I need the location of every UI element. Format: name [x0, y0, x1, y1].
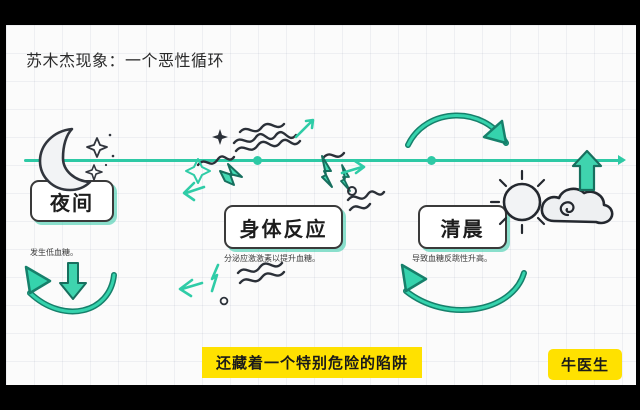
- cycle-arc-bottom-right: [400, 263, 527, 313]
- page-title: 苏木杰现象：一个恶性循环: [26, 53, 225, 70]
- cycle-arc-bottom-left: [24, 265, 117, 315]
- timeline-node-body-response: [253, 156, 262, 165]
- letterbox-bottom: [0, 385, 640, 410]
- energy-bolts-icon: [178, 118, 366, 306]
- timeline-node-morning: [427, 156, 436, 165]
- stage-label-body-response: 身体反应: [224, 205, 343, 249]
- stage-label-morning: 清晨: [418, 205, 507, 249]
- timeline-arrow-icon: [618, 155, 626, 165]
- stage-caption-body-response: 分泌应激激素以提升血糖。: [224, 254, 320, 263]
- letterbox-top: [0, 0, 640, 25]
- crescent-moon-icon: [38, 127, 115, 192]
- letterbox-left: [0, 0, 6, 410]
- scribble-lightning-icon: [196, 122, 386, 285]
- letterbox-right: [636, 0, 640, 410]
- slide-canvas: 苏木杰现象：一个恶性循环: [6, 25, 636, 385]
- highlight-banner: 还藏着一个特别危险的陷阱: [202, 347, 423, 378]
- cycle-arrows-layer: [24, 112, 527, 315]
- decorations-layer: [38, 118, 614, 306]
- stage-caption-night: 发生低血糖。: [30, 248, 78, 257]
- stage-caption-morning: 导致血糖反跳性升高。: [412, 254, 492, 263]
- cycle-arc-top-right: [405, 112, 509, 148]
- down-arrow-icon: [59, 262, 87, 300]
- channel-logo-badge: 牛医生: [547, 349, 622, 380]
- sun-cloud-icon: [489, 149, 614, 235]
